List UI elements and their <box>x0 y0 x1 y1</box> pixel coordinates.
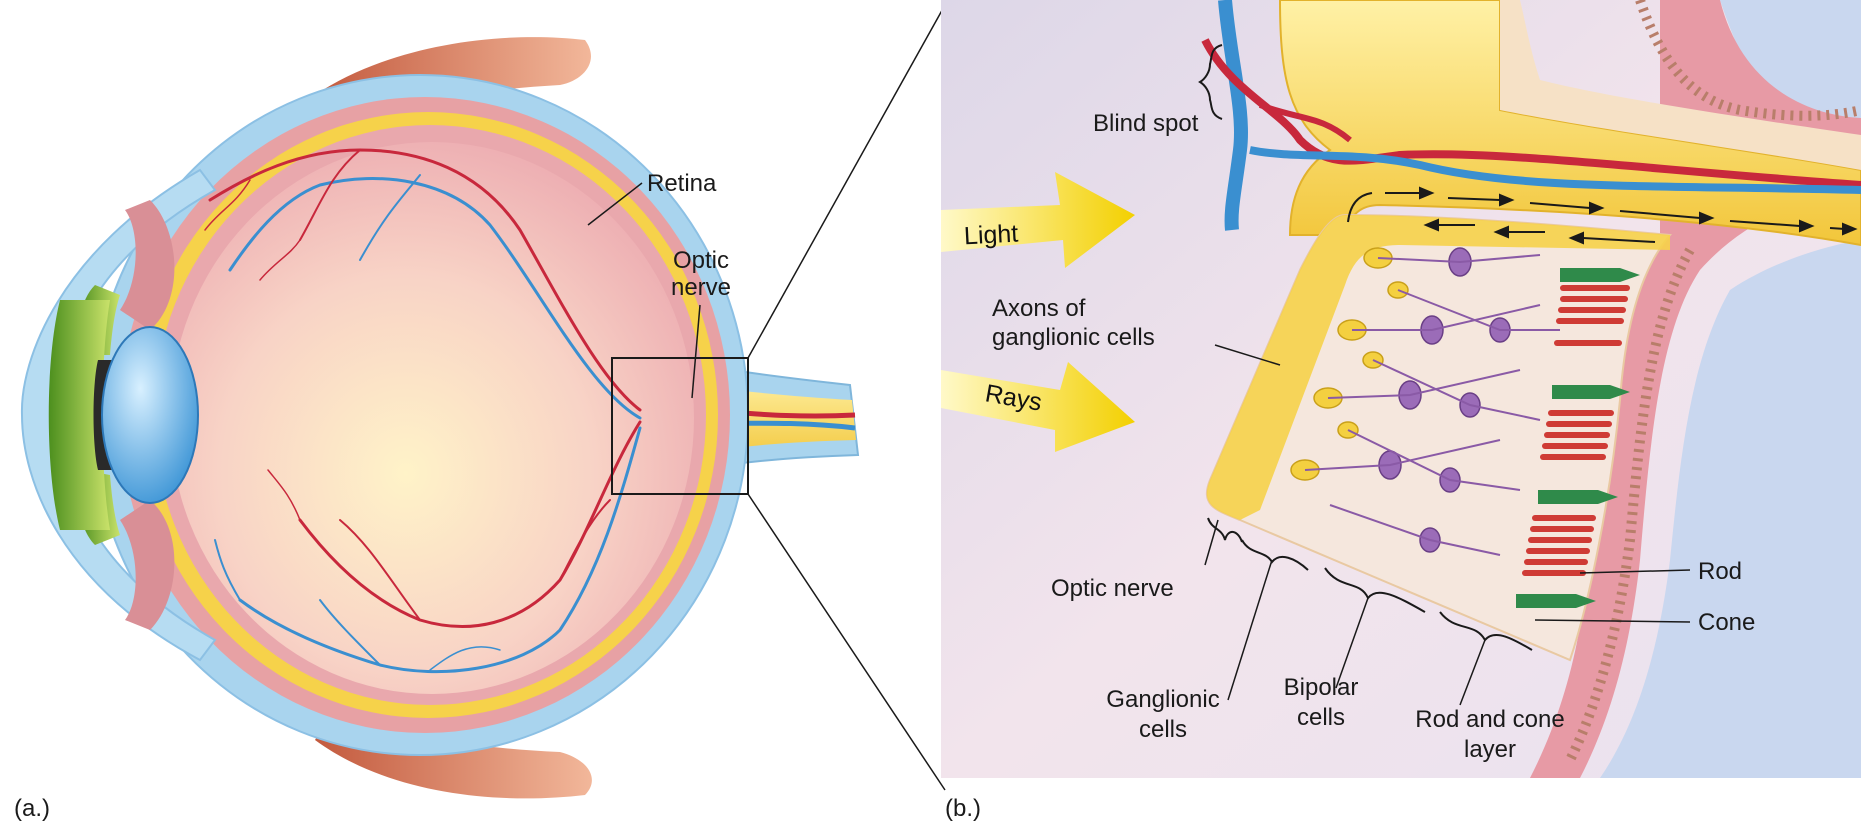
panel-a-caption: (a.) <box>14 795 50 823</box>
eye-cross-section <box>22 37 858 798</box>
vitreous-body <box>170 142 694 694</box>
axons-label-line2: ganglionic cells <box>992 324 1155 352</box>
rod-cone-label-line1: Rod and cone <box>1415 706 1564 734</box>
retina-detail <box>941 0 1861 778</box>
lens <box>102 327 198 503</box>
optic-nerve-label-line2: nerve <box>671 274 731 302</box>
light-label: Light <box>963 220 1019 252</box>
rod-cone-label-line2: layer <box>1464 736 1516 764</box>
axons-label-line1: Axons of <box>992 295 1085 323</box>
rod-label: Rod <box>1698 558 1742 586</box>
bipolar-label-line1: Bipolar <box>1284 674 1359 702</box>
ganglionic-label-line2: cells <box>1139 716 1187 744</box>
blind-spot-label: Blind spot <box>1093 110 1198 138</box>
bipolar-label-line2: cells <box>1297 704 1345 732</box>
optic-nerve-b-label: Optic nerve <box>1051 575 1174 603</box>
optic-nerve-label-line1: Optic <box>673 247 729 275</box>
cone-label: Cone <box>1698 609 1755 637</box>
retina-label: Retina <box>647 170 716 198</box>
panel-b-caption: (b.) <box>945 795 981 823</box>
ganglionic-label-line1: Ganglionic <box>1106 686 1219 714</box>
